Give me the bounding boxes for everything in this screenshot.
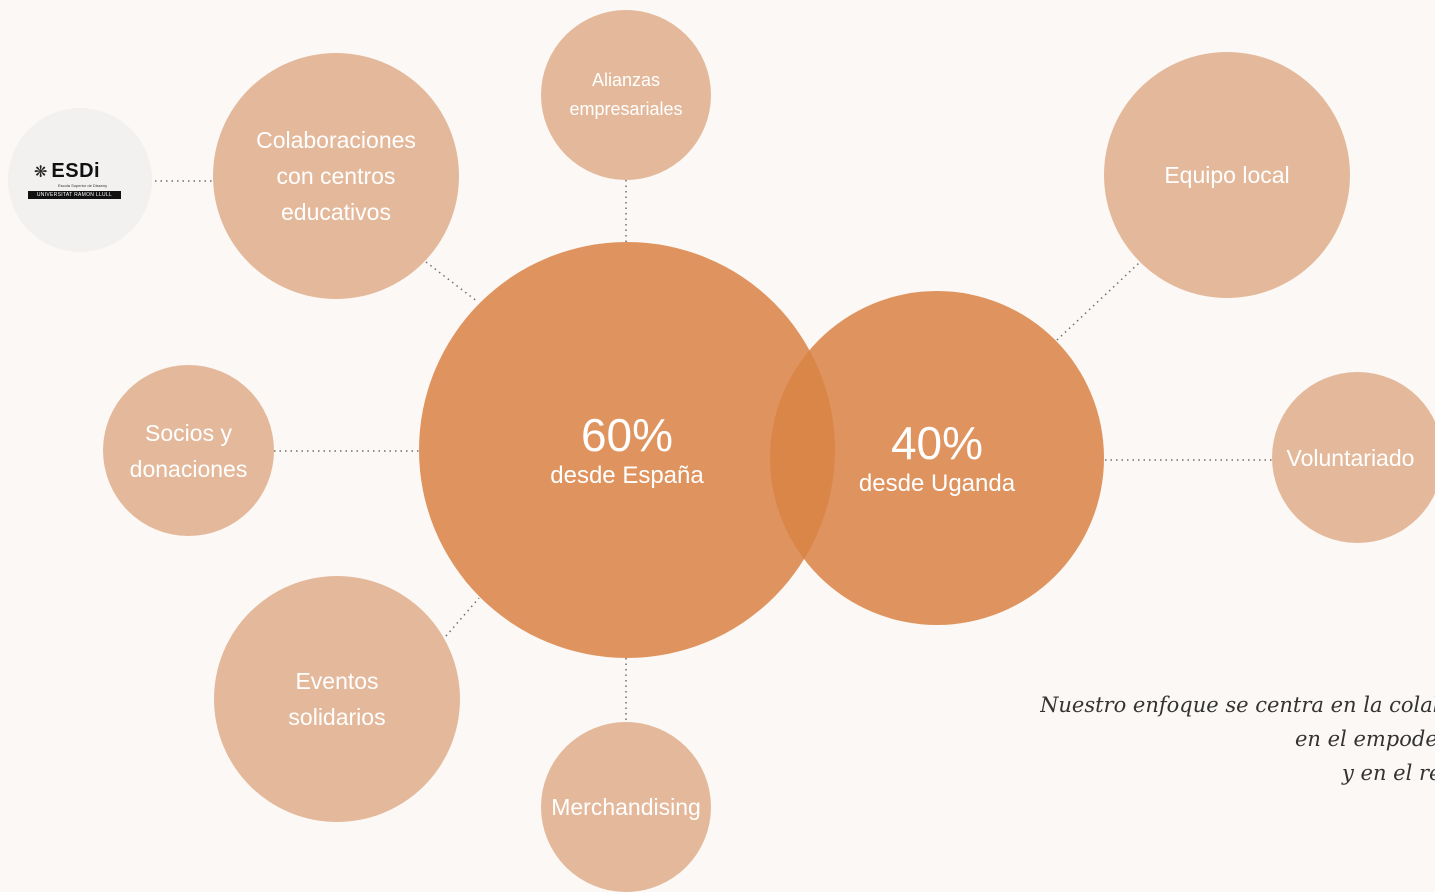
approach-note: Nuestro enfoque se centra en la colabo e… [1040, 688, 1435, 790]
partners-circle: Socios y donaciones [103, 365, 274, 536]
schools-label: Colaboraciones con centros educativos [256, 127, 416, 225]
alliances-label: Alianzas empresariales [569, 70, 683, 119]
connector-schools [425, 261, 479, 303]
events-label: Eventos solidarios [288, 668, 386, 730]
uganda-circle: 40% desde Uganda [770, 291, 1104, 625]
spain-label: desde España [550, 462, 704, 489]
esdi-logo-disc [8, 108, 152, 252]
uganda-label: desde Uganda [858, 470, 1016, 497]
merch-label: Merchandising [551, 794, 701, 820]
alliances-circle: Alianzas empresariales [541, 10, 711, 180]
logo-bar-text: UNIVERSITAT RAMON LLULL [28, 191, 121, 199]
uganda-percent: 40% [890, 417, 984, 469]
logo-wordmark: ESDi [51, 160, 101, 182]
schools-circle: Colaboraciones con centros educativos [213, 53, 459, 299]
connector-local-team [1056, 262, 1140, 341]
connector-events [445, 597, 480, 637]
local-team-label: Equipo local [1164, 162, 1290, 188]
local-team-circle: Equipo local [1104, 52, 1350, 298]
note-line-1: Nuestro enfoque se centra en la colabo [1040, 693, 1435, 717]
note-line-2: en el empoder [1295, 727, 1435, 751]
events-circle: Eventos solidarios [214, 576, 460, 822]
volunteering-label: Voluntariado [1286, 444, 1415, 471]
spain-circle: 60% desde España [419, 242, 835, 658]
logo-subtitle: Escola Superior de Disseny [58, 183, 108, 188]
merch-circle: Merchandising [541, 722, 711, 892]
esdi-logo: ❋ ESDi Escola Superior de Disseny UNIVER… [28, 160, 121, 199]
logo-mark-icon: ❋ [34, 163, 48, 181]
partners-label: Socios y donaciones [129, 419, 248, 482]
spain-percent: 60% [580, 409, 674, 461]
volunteering-circle: Voluntariado [1272, 372, 1435, 543]
note-line-3: y en el re [1342, 761, 1435, 785]
